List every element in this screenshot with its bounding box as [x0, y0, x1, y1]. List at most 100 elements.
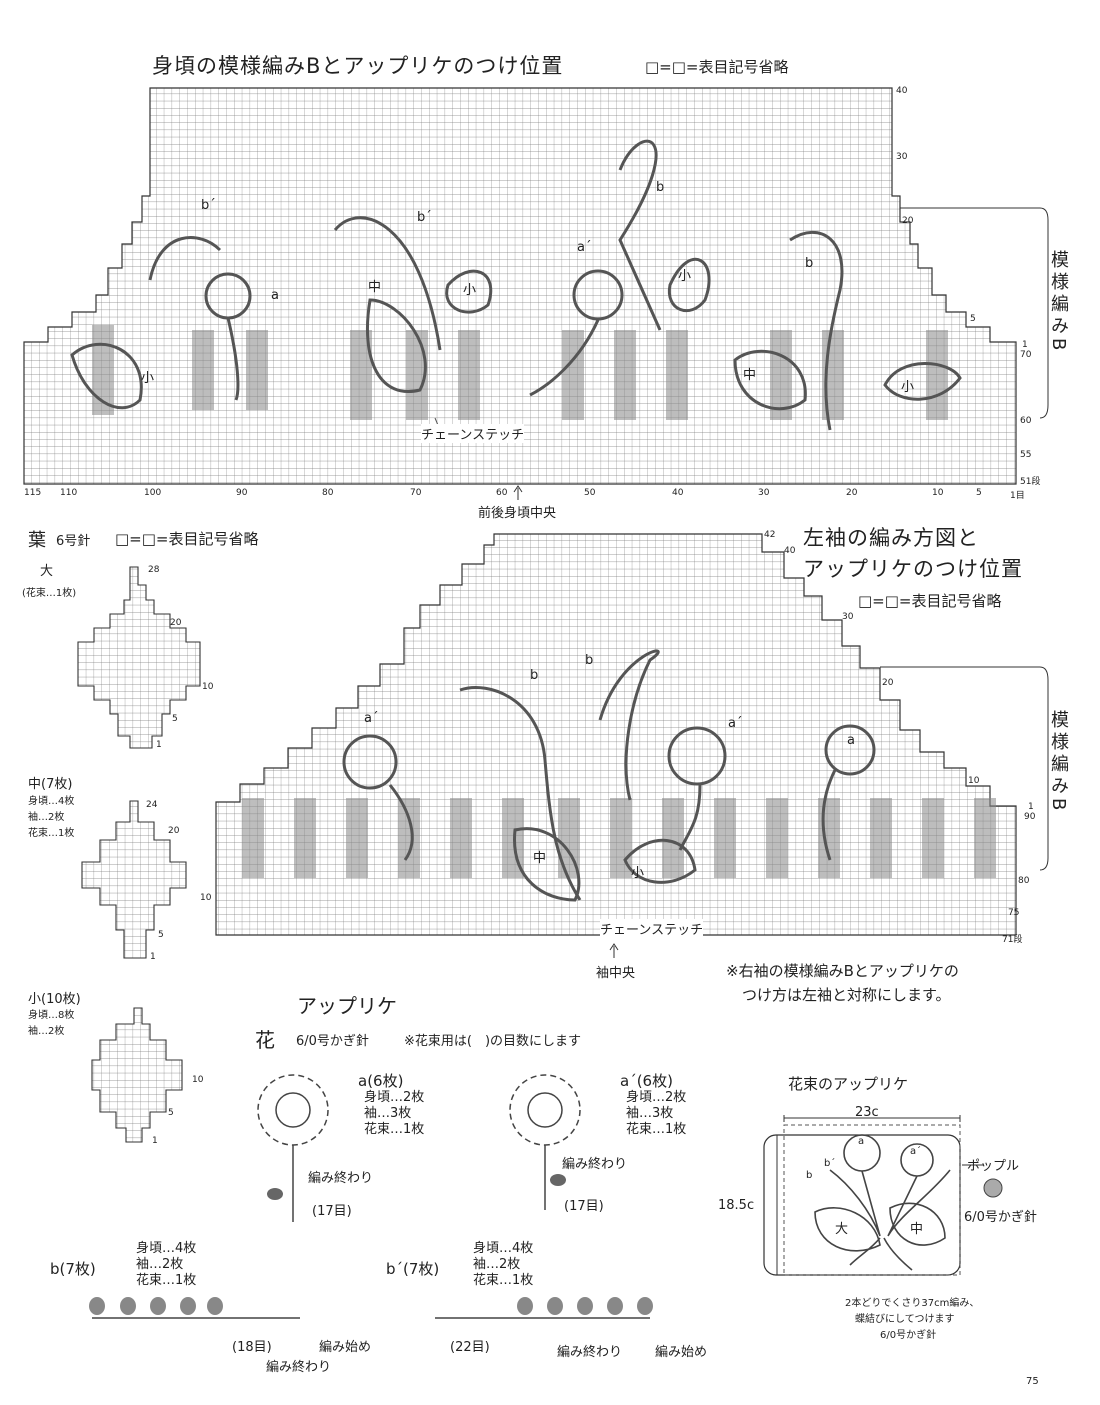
sleeve-note-2: つけ方は左袖と対称にします。: [742, 986, 951, 1004]
flower-a-name: a(6枚): [358, 1072, 404, 1090]
leaf-medium-name: 中(7枚): [28, 777, 73, 792]
flower-a2-counts: 身頃…2枚袖…3枚花束…1枚: [626, 1090, 687, 1137]
motif-label: a´: [577, 240, 592, 255]
leaf-large-name: 大: [40, 564, 54, 579]
bouquet-height: 18.5c: [718, 1198, 755, 1213]
sleeve-motif: b: [530, 668, 539, 683]
bouquet-label: a´: [910, 1146, 922, 1157]
bouquet-popple-hook: 6/0号かぎ針: [964, 1210, 1037, 1225]
sleeve-chart-grid: [215, 533, 1049, 958]
body-chart-legend: □=□=表目記号省略: [645, 58, 789, 76]
leaf-tick: 5: [158, 930, 164, 940]
leaf-tick: 10: [200, 893, 212, 903]
x-tick: 10: [932, 488, 944, 498]
x-tick: 70: [410, 488, 422, 498]
sleeve-motif: a: [847, 733, 855, 748]
motif-label: b: [656, 180, 665, 195]
bouquet-title: 花束のアップリケ: [788, 1075, 909, 1093]
leaf-tick: 10: [192, 1075, 204, 1085]
b-start: 編み始め: [319, 1340, 372, 1355]
leaf-needle: 6号針: [56, 534, 91, 549]
body-chart-title: 身頃の模様編みBとアップリケのつけ位置: [152, 54, 564, 78]
motif-label: b: [805, 256, 814, 271]
motif-label: 小: [463, 283, 477, 298]
b2-start: 編み始め: [655, 1345, 708, 1360]
leaf-tick: 20: [168, 826, 180, 836]
leaf-tick: 10: [202, 682, 214, 692]
sleeve-y-tick: 42: [764, 530, 776, 540]
leaf-title: 葉: [28, 530, 46, 551]
b-name: b(7枚): [50, 1260, 96, 1278]
flower-a-count: (17目): [312, 1204, 352, 1219]
y-tick: 55: [1020, 450, 1032, 460]
y-tick: 51段: [1020, 477, 1041, 487]
sleeve-title-1: 左袖の編み方図と: [803, 526, 979, 550]
sleeve-y-tick: 90: [1024, 812, 1036, 822]
flower-a2-end: 編み終わり: [562, 1157, 628, 1172]
sleeve-motif: 小: [631, 866, 645, 881]
bouquet-label: a: [858, 1136, 865, 1147]
y-tick: 1: [1022, 340, 1028, 350]
sleeve-y-tick: 80: [1018, 876, 1030, 886]
y-tick: 70: [1020, 350, 1032, 360]
y-tick: 20: [902, 216, 914, 226]
leaf-legend: □=□=表目記号省略: [115, 530, 259, 548]
sleeve-center-caption: 袖中央: [596, 966, 636, 981]
flower-a2-count: (17目): [564, 1199, 604, 1214]
sleeve-motif: a´: [728, 716, 743, 731]
sleeve-y-tick: 71段: [1002, 935, 1023, 945]
bouquet-note-2: 蝶結びにしてつけます: [855, 1314, 955, 1325]
leaf-tick: 24: [146, 800, 158, 810]
motif-label: b´: [417, 210, 432, 225]
b-count: (18目): [232, 1340, 272, 1355]
sleeve-y-tick: 30: [842, 612, 854, 622]
leaf-tick: 1: [152, 1136, 158, 1146]
bouquet-note-3: 6/0号かぎ針: [880, 1330, 937, 1341]
x-tick: 30: [758, 488, 770, 498]
x-tick: 115: [24, 488, 42, 498]
applique-note: ※花束用は( )の目数にします: [404, 1034, 582, 1049]
flower-a-counts: 身頃…2枚袖…3枚花束…1枚: [364, 1090, 425, 1137]
sleeve-y-tick: 20: [882, 678, 894, 688]
b2-name: b´(7枚): [386, 1260, 440, 1278]
x-tick: 80: [322, 488, 334, 498]
leaf-large-note: (花束…1枚): [22, 588, 77, 599]
y-tick: 30: [896, 152, 908, 162]
motif-label: 中: [743, 368, 757, 383]
b-end: 編み終わり: [266, 1360, 332, 1375]
leaf-tick: 1: [156, 740, 162, 750]
x-tick: 20: [846, 488, 858, 498]
bouquet-label: b: [806, 1170, 813, 1181]
sleeve-motif: 中: [533, 851, 547, 866]
leaf-tick: 28: [148, 565, 160, 575]
applique-hook: 6/0号かぎ針: [296, 1034, 369, 1049]
chain-stitch-label: チェーンステッチ: [421, 424, 525, 443]
bouquet-label: b´: [824, 1158, 836, 1169]
x-tick: 100: [144, 488, 162, 498]
motif-label: a: [271, 288, 279, 303]
bouquet-note-1: 2本どりでくさり37cm編み、: [845, 1298, 980, 1309]
sleeve-y-tick: 75: [1008, 908, 1020, 918]
b2-count: (22目): [450, 1340, 490, 1355]
leaf-tick: 5: [168, 1108, 174, 1118]
x-tick: 5: [976, 488, 982, 498]
flower-diagrams: [89, 1074, 653, 1319]
leaf-small-counts: 身頃…8枚袖…2枚: [28, 1010, 75, 1037]
flower-a-end: 編み終わり: [308, 1171, 374, 1186]
motif-label: b´: [201, 198, 216, 213]
bouquet-diagram: [763, 1115, 1003, 1276]
applique-flower: 花: [255, 1028, 275, 1052]
x-tick: 90: [236, 488, 248, 498]
y-tick: 40: [896, 86, 908, 96]
leaf-diagrams: [77, 566, 201, 1143]
applique-title: アップリケ: [297, 994, 397, 1018]
sleeve-note-1: ※右袖の模様編みBとアップリケの: [726, 962, 959, 980]
leaf-tick: 5: [172, 714, 178, 724]
bouquet-label: 大: [835, 1222, 849, 1237]
leaf-small-name: 小(10枚): [28, 992, 81, 1007]
x-tick: 40: [672, 488, 684, 498]
flower-a2-name: a´(6枚): [620, 1072, 673, 1090]
y-tick: 60: [1020, 416, 1032, 426]
body-center-caption: 前後身頃中央: [478, 506, 557, 521]
sleeve-side-label: 模様編みB: [1048, 710, 1069, 815]
